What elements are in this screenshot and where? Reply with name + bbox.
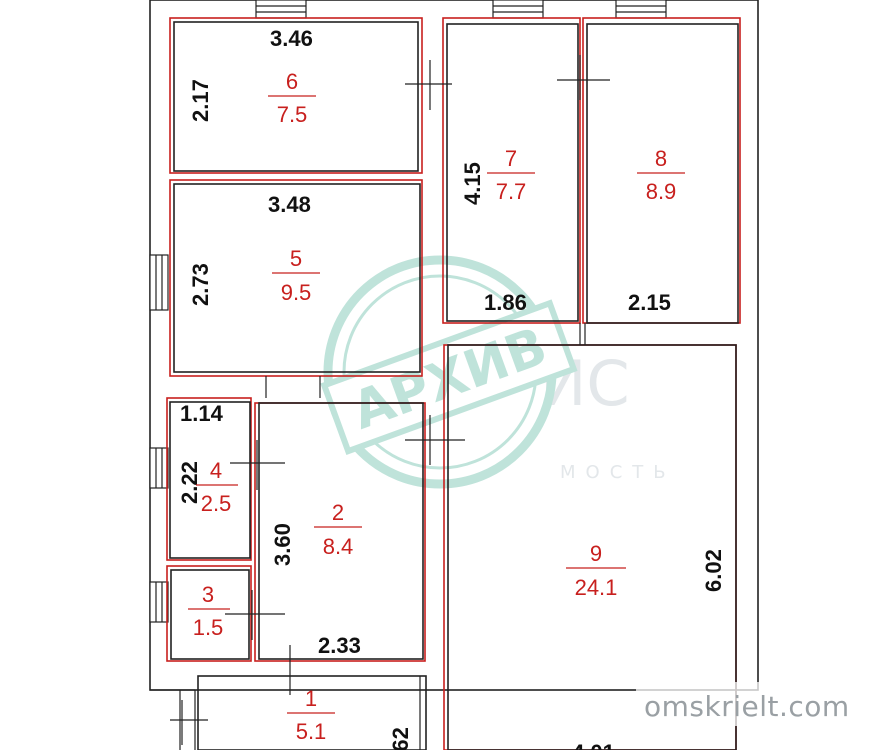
dim-room1-depth: 1.62 <box>388 727 413 750</box>
room-label-8: 8 8.9 <box>637 146 685 204</box>
room-label-3: 3 1.5 <box>188 582 230 640</box>
window-room3 <box>149 581 169 623</box>
dimension-labels: 3.46 2.17 3.48 2.73 4.15 1.86 2.15 1.14 … <box>177 26 726 750</box>
room-9-area: 24.1 <box>575 575 618 600</box>
room-label-6: 6 7.5 <box>268 69 316 127</box>
room-2-area: 8.4 <box>323 534 354 559</box>
room-4-outline <box>166 397 252 561</box>
stamp-band <box>320 299 578 455</box>
room-5-number: 5 <box>290 246 302 271</box>
dim-room9-depth: 6.02 <box>701 549 726 592</box>
room-label-9: 9 24.1 <box>566 541 626 600</box>
room-7-outline <box>442 17 581 324</box>
room-5-area: 9.5 <box>281 280 312 305</box>
dim-room4-width: 1.14 <box>180 401 224 426</box>
dim-room2-depth: 3.60 <box>270 523 295 566</box>
room-4-area: 2.5 <box>201 491 232 516</box>
window-room8 <box>615 0 667 19</box>
dim-room5-width: 3.48 <box>268 192 311 217</box>
room-9-number: 9 <box>590 541 602 566</box>
window-room6 <box>255 0 307 19</box>
window-room5 <box>149 254 169 311</box>
dim-room8-width: 2.15 <box>628 290 671 315</box>
dim-room9-width: 4.01 <box>572 740 615 750</box>
room-label-4: 4 2.5 <box>196 458 238 516</box>
room-3-area: 1.5 <box>193 615 224 640</box>
dim-room7-depth: 4.15 <box>460 162 485 205</box>
room-5-outline <box>169 179 423 377</box>
dim-room6-depth: 2.17 <box>188 79 213 122</box>
door-marks <box>170 55 610 745</box>
room-8-inner <box>586 23 739 324</box>
room-6-outline <box>169 17 423 174</box>
room-1-area: 5.1 <box>296 719 327 744</box>
room-6-area: 7.5 <box>277 102 308 127</box>
room-2-inner <box>258 402 424 660</box>
stamp-text: АРХИВ <box>345 316 555 441</box>
room-9-inner <box>447 344 737 750</box>
room-outlines <box>166 17 741 750</box>
room-6-number: 6 <box>286 69 298 94</box>
room-label-5: 5 9.5 <box>272 246 320 305</box>
room-label-1: 1 5.1 <box>287 686 335 744</box>
room-label-2: 2 8.4 <box>314 500 362 559</box>
window-room4 <box>149 447 169 489</box>
room-5-inner <box>173 183 421 373</box>
room-6-inner <box>173 21 419 172</box>
room-8-number: 8 <box>655 146 667 171</box>
room-labels: 6 7.5 5 9.5 7 7.7 8 8.9 4 2.5 3 1.5 <box>188 69 685 744</box>
room-4-number: 4 <box>210 458 222 483</box>
dim-room2-width: 2.33 <box>318 633 361 658</box>
dim-room5-depth: 2.73 <box>188 263 213 306</box>
watermark-tagline: МОСТЬ <box>560 462 676 483</box>
room-2-number: 2 <box>332 500 344 525</box>
room-7-area: 7.7 <box>496 179 527 204</box>
room-4-inner <box>169 401 251 559</box>
room-1-outline <box>197 675 427 750</box>
outer-wall-frame <box>149 0 759 691</box>
room-7-inner <box>446 23 579 322</box>
dim-room4-depth: 2.22 <box>177 461 202 504</box>
room-1-number: 1 <box>305 686 317 711</box>
dim-room7-width: 1.86 <box>484 290 527 315</box>
room-7-number: 7 <box>505 146 517 171</box>
room-label-7: 7 7.7 <box>487 146 535 204</box>
room-3-number: 3 <box>202 582 214 607</box>
site-watermark: omskrielt.com <box>636 682 864 726</box>
site-url: omskrielt.com <box>644 690 850 723</box>
room-8-area: 8.9 <box>646 179 677 204</box>
windows <box>149 0 667 623</box>
dim-room6-width: 3.46 <box>270 26 313 51</box>
window-room7 <box>492 0 544 19</box>
